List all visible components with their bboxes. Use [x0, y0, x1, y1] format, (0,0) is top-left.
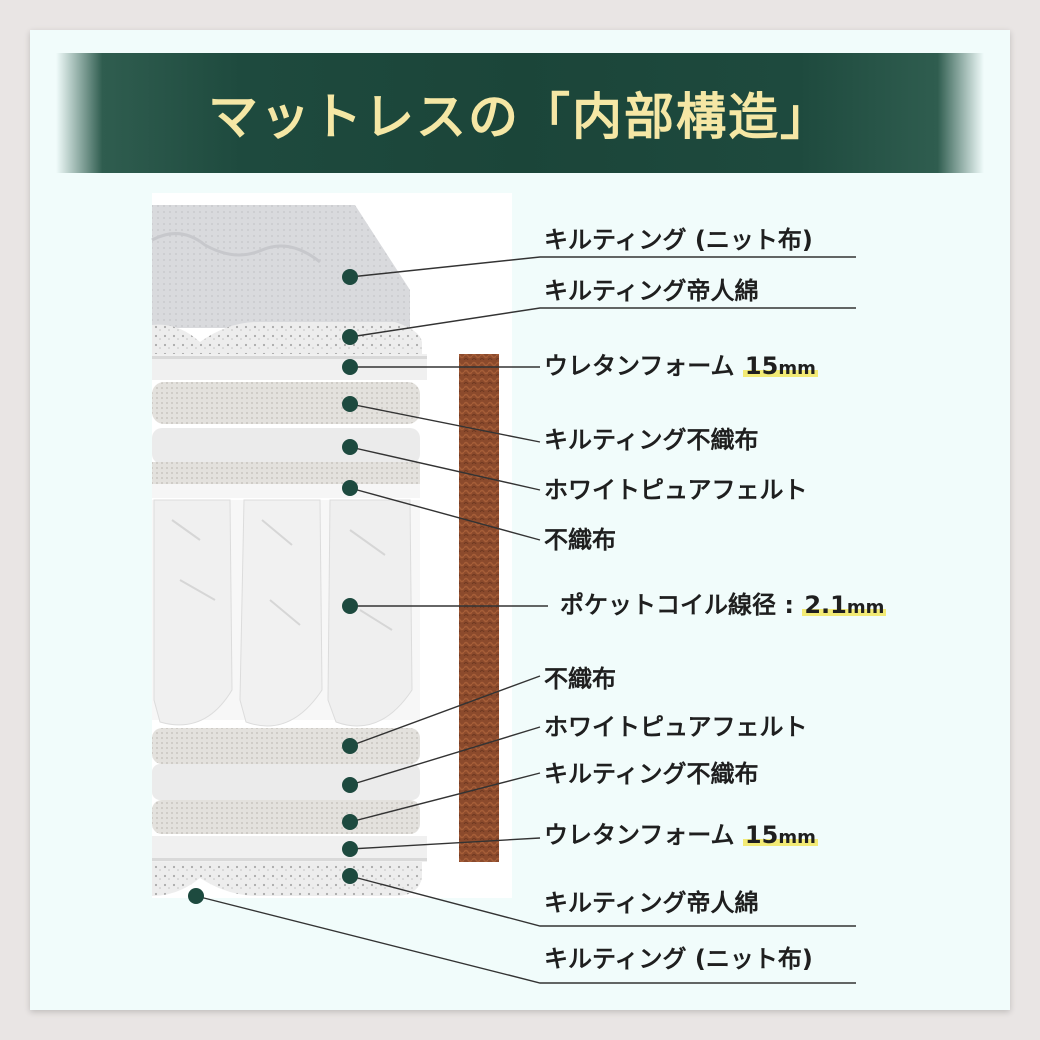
marker-top-nonwoven — [342, 480, 358, 496]
label-pocket-coil: ポケットコイル線径 : 2.1mm — [560, 590, 887, 623]
page-title: マットレスの「内部構造」 — [208, 87, 832, 146]
marker-top-knit — [342, 269, 358, 285]
layer-top-felt — [152, 428, 420, 464]
leader-top-knit — [349, 256, 856, 278]
label-pocket-coil-text: ポケットコイル線径 : — [560, 591, 803, 619]
marker-bottom-felt — [342, 777, 358, 793]
label-bottom-urethane-text: ウレタンフォーム — [544, 821, 735, 849]
label-top-urethane-text: ウレタンフォーム — [544, 352, 735, 380]
leader-bottom-urethane — [349, 837, 541, 850]
title-banner — [56, 53, 984, 173]
marker-top-felt — [342, 439, 358, 455]
marker-top-nonwoven-quilt — [342, 396, 358, 412]
layer-top-nonwoven-quilt — [152, 382, 420, 424]
label-top-teijin: キルティング帝人綿 — [544, 277, 759, 305]
label-top-knit: キルティング (ニット布) — [544, 226, 813, 254]
leader-bottom-felt — [349, 726, 541, 786]
label-bottom-knit: キルティング (ニット布) — [544, 945, 813, 973]
layer-top-knit — [152, 205, 410, 328]
marker-bottom-teijin — [342, 868, 358, 884]
label-bottom-nonwoven: 不織布 — [544, 665, 616, 693]
leader-bottom-knit — [195, 895, 856, 984]
layer-top-teijin — [152, 322, 422, 354]
side-fiber-panel — [459, 354, 499, 862]
leader-lines — [195, 256, 856, 984]
layer-pocket-coils — [152, 499, 420, 727]
label-top-urethane: ウレタンフォーム 15mm — [544, 351, 818, 384]
leader-top-nonwoven-quilt — [349, 403, 541, 443]
marker-top-teijin — [342, 329, 358, 345]
leader-bottom-nonwoven-quilt — [349, 772, 541, 823]
leader-top-teijin — [349, 307, 856, 338]
layer-markers — [188, 269, 358, 904]
label-bottom-nonwoven-quilt: キルティング不織布 — [544, 760, 759, 788]
label-top-nonwoven: 不織布 — [544, 526, 616, 554]
marker-pocket-coil — [342, 598, 358, 614]
marker-top-urethane — [342, 359, 358, 375]
layer-bottom-felt — [152, 764, 420, 800]
leader-top-nonwoven — [349, 487, 541, 541]
marker-bottom-nonwoven — [342, 738, 358, 754]
label-bottom-urethane: ウレタンフォーム 15mm — [544, 820, 818, 853]
leader-bottom-teijin — [349, 875, 856, 927]
marker-bottom-knit — [188, 888, 204, 904]
leader-top-felt — [349, 446, 541, 491]
layer-bottom-urethane — [152, 836, 427, 862]
leader-bottom-nonwoven — [349, 675, 541, 747]
label-top-nonwoven-quilt: キルティング不織布 — [544, 426, 759, 454]
layer-bottom-nonwoven — [152, 728, 420, 764]
label-bottom-urethane-value: 15mm — [742, 821, 818, 849]
marker-bottom-nonwoven-quilt — [342, 814, 358, 830]
label-bottom-teijin: キルティング帝人綿 — [544, 889, 759, 917]
marker-bottom-urethane — [342, 841, 358, 857]
label-top-urethane-value: 15mm — [742, 352, 818, 380]
label-top-felt: ホワイトピュアフェルト — [544, 476, 808, 504]
label-bottom-felt: ホワイトピュアフェルト — [544, 713, 808, 741]
label-pocket-coil-value: 2.1mm — [802, 591, 887, 619]
layer-bottom-nonwoven-quilt — [152, 800, 420, 834]
